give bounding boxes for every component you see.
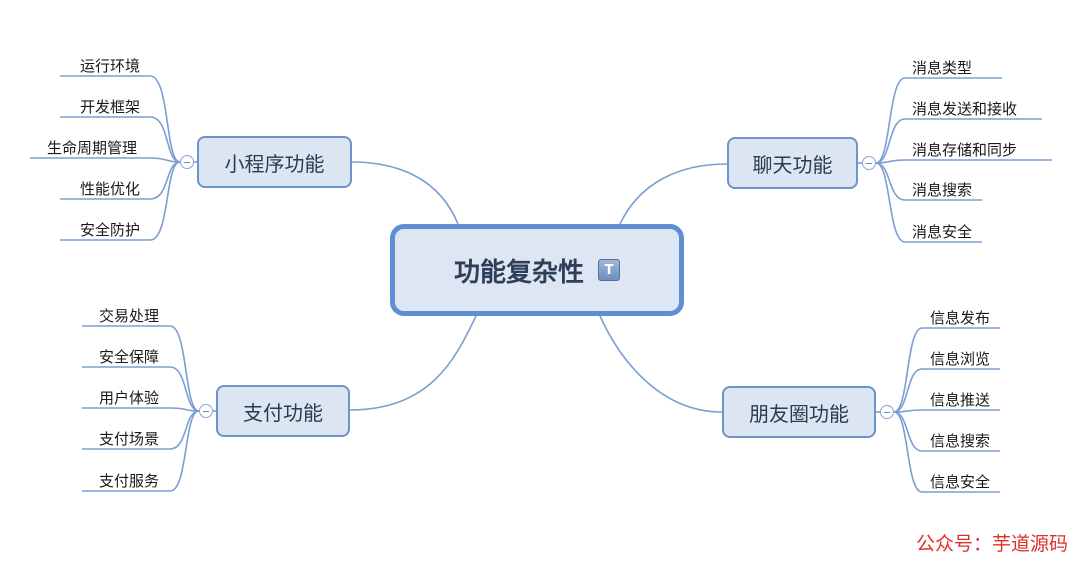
leaf-lifecycle[interactable]: 生命周期管理 [47,139,138,157]
branch-moments[interactable]: 朋友圈功能 [722,386,876,438]
collapse-chat-icon[interactable] [862,156,876,170]
watermark-text: 公众号：芋道源码 [915,533,1068,555]
leaf-info-push[interactable]: 信息推送 [930,391,991,409]
leaf-msg-security[interactable]: 消息安全 [912,223,973,241]
leaf-transaction[interactable]: 交易处理 [99,307,160,325]
leaf-msg-storage-sync[interactable]: 消息存储和同步 [912,141,1018,159]
collapse-miniprogram-icon[interactable] [180,155,194,169]
collapse-moments-icon[interactable] [880,405,894,419]
branch-payment-label: 支付功能 [243,400,323,425]
leaf-info-browse[interactable]: 信息浏览 [930,350,991,368]
leaf-msg-search[interactable]: 消息搜索 [912,181,973,199]
leaf-runtime[interactable]: 运行环境 [80,57,141,75]
branch-chat-label: 聊天功能 [752,152,833,177]
leaf-security[interactable]: 安全防护 [80,221,141,239]
branch-miniprogram-label: 小程序功能 [224,151,325,176]
leaf-framework[interactable]: 开发框架 [80,98,141,116]
leaf-info-search[interactable]: 信息搜索 [930,432,991,450]
leaf-pay-scenarios[interactable]: 支付场景 [99,430,160,448]
root-topic[interactable]: 功能复杂性 T [390,224,684,316]
leaf-user-experience[interactable]: 用户体验 [99,389,160,407]
leaf-performance[interactable]: 性能优化 [80,180,141,198]
leaf-msg-types[interactable]: 消息类型 [912,59,973,77]
branch-miniprogram[interactable]: 小程序功能 [197,136,352,188]
branch-moments-label: 朋友圈功能 [749,401,849,426]
collapse-payment-icon[interactable] [199,404,213,418]
branch-chat[interactable]: 聊天功能 [727,137,858,189]
leaf-safeguard[interactable]: 安全保障 [99,348,160,366]
root-topic-label: 功能复杂性 [453,257,584,288]
text-note-icon[interactable]: T [598,259,620,281]
leaf-info-publish[interactable]: 信息发布 [930,309,991,327]
leaf-info-security[interactable]: 信息安全 [930,473,991,491]
branch-payment[interactable]: 支付功能 [216,385,350,437]
leaf-msg-send-receive[interactable]: 消息发送和接收 [912,100,1018,118]
leaf-pay-services[interactable]: 支付服务 [99,472,160,490]
